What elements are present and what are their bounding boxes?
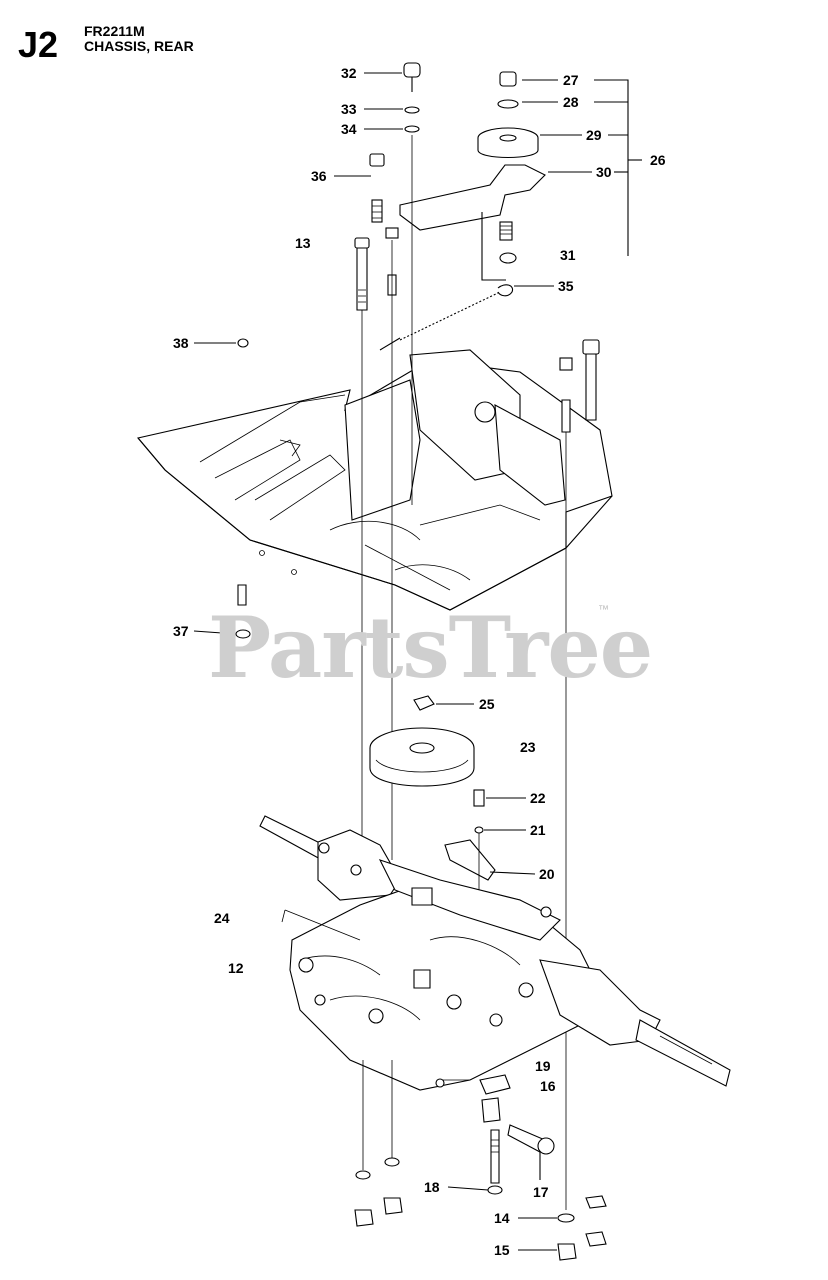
small-parts-left — [235, 338, 251, 639]
callout-20: 20 — [539, 866, 555, 882]
callout-27: 27 — [563, 72, 579, 88]
callout-28: 28 — [563, 94, 579, 110]
lower-hardware — [354, 1060, 607, 1261]
callout-17: 17 — [533, 1184, 549, 1200]
callout-25: 25 — [479, 696, 495, 712]
callout-38: 38 — [173, 335, 189, 351]
tensioner-assembly — [399, 71, 546, 281]
callout-33: 33 — [341, 101, 357, 117]
chassis-frame — [136, 349, 613, 611]
callout-31: 31 — [560, 247, 576, 263]
callout-12: 12 — [228, 960, 244, 976]
callout-37: 37 — [173, 623, 189, 639]
model-number: FR2211M — [84, 23, 145, 39]
callout-15: 15 — [494, 1242, 510, 1258]
watermark-logo: PartsTree — [208, 598, 653, 697]
right-bolts — [559, 339, 600, 1210]
callout-14: 14 — [494, 1210, 510, 1226]
callout-21: 21 — [530, 822, 546, 838]
callout-23: 23 — [520, 739, 536, 755]
callout-32: 32 — [341, 65, 357, 81]
callout-34: 34 — [341, 121, 357, 137]
callout-13: 13 — [295, 235, 311, 251]
callout-16: 16 — [540, 1078, 556, 1094]
bracket-hardware — [444, 789, 496, 905]
callout-29: 29 — [586, 127, 602, 143]
callout-labels: 32 33 34 36 13 38 27 28 29 30 26 31 35 3… — [173, 65, 666, 1258]
callout-18: 18 — [424, 1179, 440, 1195]
callout-22: 22 — [530, 790, 546, 806]
transaxle-housing — [259, 815, 731, 1091]
diagram-title: CHASSIS, REAR — [84, 38, 194, 54]
callout-24: 24 — [214, 910, 230, 926]
tension-spring — [379, 284, 514, 351]
drive-pulley — [369, 695, 475, 787]
callout-30: 30 — [596, 164, 612, 180]
watermark-trademark: ™ — [598, 604, 609, 616]
section-code: J2 — [18, 24, 59, 65]
callout-19: 19 — [535, 1058, 551, 1074]
callout-36: 36 — [311, 168, 327, 184]
leader-lines — [193, 72, 642, 1251]
callout-26: 26 — [650, 152, 666, 168]
callout-35: 35 — [558, 278, 574, 294]
